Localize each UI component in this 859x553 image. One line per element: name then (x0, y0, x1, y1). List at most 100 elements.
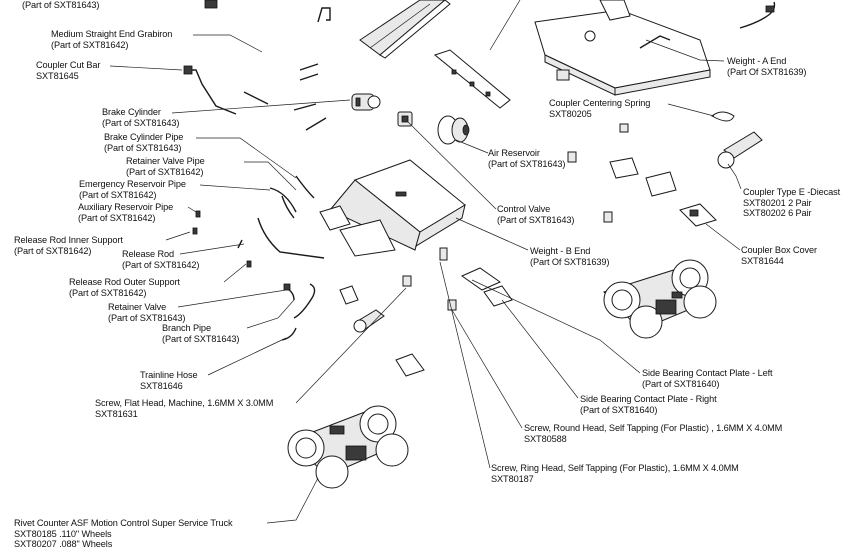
brake-pipes (257, 175, 325, 259)
label-release-outer-part: (Part of SXT81642) (69, 287, 147, 298)
coupler-type-e-part (353, 131, 763, 333)
label-branch-pipe-name: Branch Pipe (162, 323, 211, 333)
label-screw-round: Screw, Round Head, Self Tapping (For Pla… (524, 423, 782, 444)
label-branch-pipe-part: (Part of SXT81643) (162, 333, 240, 344)
label-retainer-valve-name: Retainer Valve (108, 302, 167, 312)
retainer-valve-part (283, 283, 295, 301)
label-emergency-pipe-part: (Part of SXT81642) (79, 189, 157, 200)
small-castings (339, 157, 717, 377)
label-coupler-box-name: Coupler Box Cover (741, 245, 817, 255)
label-coupler: Coupler Type E -Diecast SXT80201 2 Pair … (743, 187, 840, 219)
screw-parts (402, 123, 629, 311)
top-right-wire (739, 1, 776, 29)
label-weight-a: Weight - A End (Part Of SXT81639) (727, 56, 806, 77)
label-release-inner-part: (Part of SXT81642) (14, 245, 92, 256)
circuit-board-part (433, 49, 511, 109)
label-release-rod-part: (Part of SXT81642) (122, 259, 200, 270)
label-air-reservoir-name: Air Reservoir (488, 148, 540, 158)
label-retainer-valve-part: (Part of SXT81643) (108, 312, 186, 323)
label-retainer-pipe: Retainer Valve Pipe (Part of SXT81642) (126, 156, 205, 177)
label-brake-cylinder-part: (Part of SXT81643) (102, 117, 180, 128)
label-coupler-part-2pair: SXT80201 2 Pair (743, 197, 812, 208)
label-screw-round-name: Screw, Round Head, Self Tapping (For Pla… (524, 423, 783, 433)
top-left-bracket (204, 0, 331, 23)
label-control-valve: Control Valve (Part of SXT81643) (497, 204, 574, 225)
label-truck-part-110: SXT80185 .110" Wheels (14, 528, 112, 539)
weight-a-end-part (534, 0, 711, 96)
label-weight-b: Weight - B End (Part Of SXT81639) (530, 246, 609, 267)
label-screw-flat-part: SXT81631 (95, 408, 138, 419)
label-air-reservoir: Air Reservoir (Part of SXT81643) (488, 148, 565, 169)
label-end-grabiron-part: (Part of SXT81642) (51, 39, 129, 50)
label-bearing-right-part: (Part of SXT81640) (580, 404, 658, 415)
label-trainline-name: Trainline Hose (140, 370, 198, 380)
label-brake-pipe-part: (Part of SXT81643) (104, 142, 182, 153)
brake-cylinder-part (351, 93, 381, 111)
label-release-outer: Release Rod Outer Support (Part of SXT81… (69, 277, 180, 298)
label-coupler-name: Coupler Type E -Diecast (743, 187, 841, 197)
label-release-outer-name: Release Rod Outer Support (69, 277, 180, 287)
label-weight-b-part: (Part Of SXT81639) (530, 256, 610, 267)
label-retainer-pipe-part: (Part of SXT81642) (126, 166, 204, 177)
label-truck-name: Rivet Counter ASF Motion Control Super S… (14, 518, 233, 528)
label-release-inner-name: Release Rod Inner Support (14, 235, 123, 245)
label-air-reservoir-part: (Part of SXT81643) (488, 158, 566, 169)
label-emergency-pipe-name: Emergency Reservoir Pipe (79, 179, 186, 189)
label-weight-a-part: (Part Of SXT81639) (727, 66, 807, 77)
label-centering-spring: Coupler Centering Spring SXT80205 (549, 98, 650, 119)
label-screw-ring: Screw, Ring Head, Self Tapping (For Plas… (491, 463, 739, 484)
label-retainer-pipe-name: Retainer Valve Pipe (126, 156, 205, 166)
label-retainer-valve: Retainer Valve (Part of SXT81643) (108, 302, 185, 323)
label-release-rod-name: Release Rod (122, 249, 175, 259)
label-truck: Rivet Counter ASF Motion Control Super S… (14, 518, 233, 550)
label-top-cut: (Part of SXT81643) (22, 0, 99, 11)
grabiron-parts (243, 63, 327, 131)
label-bearing-left-name: Side Bearing Contact Plate - Left (642, 368, 773, 378)
label-brake-pipe: Brake Cylinder Pipe (Part of SXT81643) (104, 132, 183, 153)
label-auxiliary-pipe: Auxiliary Reservoir Pipe (Part of SXT816… (78, 202, 173, 223)
air-reservoir-part (437, 115, 470, 145)
label-control-valve-name: Control Valve (497, 204, 551, 214)
label-centering-spring-name: Coupler Centering Spring (549, 98, 651, 108)
truck-left (287, 405, 409, 489)
label-auxiliary-pipe-name: Auxiliary Reservoir Pipe (78, 202, 174, 212)
coupler-cut-bar-part (183, 65, 237, 115)
label-emergency-pipe: Emergency Reservoir Pipe (Part of SXT816… (79, 179, 186, 200)
label-top-cut-line1: (Part of SXT81643) (22, 0, 100, 10)
label-branch-pipe: Branch Pipe (Part of SXT81643) (162, 323, 239, 344)
label-bearing-right-name: Side Bearing Contact Plate - Right (580, 394, 717, 404)
label-trainline-part: SXT81646 (140, 380, 183, 391)
label-screw-ring-name: Screw, Ring Head, Self Tapping (For Plas… (491, 463, 739, 473)
label-release-inner: Release Rod Inner Support (Part of SXT81… (14, 235, 123, 256)
label-weight-a-name: Weight - A End (727, 56, 787, 66)
label-screw-round-part: SXT80588 (524, 433, 567, 444)
label-bearing-right: Side Bearing Contact Plate - Right (Part… (580, 394, 717, 415)
label-auxiliary-pipe-part: (Part of SXT81642) (78, 212, 156, 223)
label-bearing-left: Side Bearing Contact Plate - Left (Part … (642, 368, 773, 389)
label-coupler-part-6pair: SXT80202 6 Pair (743, 208, 812, 219)
label-centering-spring-part: SXT80205 (549, 108, 592, 119)
label-screw-flat-name: Screw, Flat Head, Machine, 1.6MM X 3.0MM (95, 398, 274, 408)
label-brake-cylinder-name: Brake Cylinder (102, 107, 161, 117)
roof-walk-part (359, 0, 451, 59)
leader-lines (109, 0, 742, 524)
label-trainline: Trainline Hose SXT81646 (140, 370, 198, 391)
truck-right (603, 259, 717, 339)
label-cut-bar-part: SXT81645 (36, 70, 79, 81)
label-screw-ring-part: SXT80187 (491, 473, 534, 484)
label-brake-pipe-name: Brake Cylinder Pipe (104, 132, 184, 142)
label-control-valve-part: (Part of SXT81643) (497, 214, 575, 225)
label-coupler-box: Coupler Box Cover SXT81644 (741, 245, 817, 266)
branch-pipe-part (281, 283, 316, 341)
label-end-grabiron: Medium Straight End Grabiron (Part of SX… (51, 29, 172, 50)
label-cut-bar-name: Coupler Cut Bar (36, 60, 101, 70)
label-cut-bar: Coupler Cut Bar SXT81645 (36, 60, 100, 81)
label-screw-flat: Screw, Flat Head, Machine, 1.6MM X 3.0MM… (95, 398, 273, 419)
label-release-rod: Release Rod (Part of SXT81642) (122, 249, 199, 270)
label-coupler-box-part: SXT81644 (741, 255, 784, 266)
coupler-centering-spring-part (711, 111, 735, 122)
label-end-grabiron-name: Medium Straight End Grabiron (51, 29, 173, 39)
label-bearing-left-part: (Part of SXT81640) (642, 378, 720, 389)
